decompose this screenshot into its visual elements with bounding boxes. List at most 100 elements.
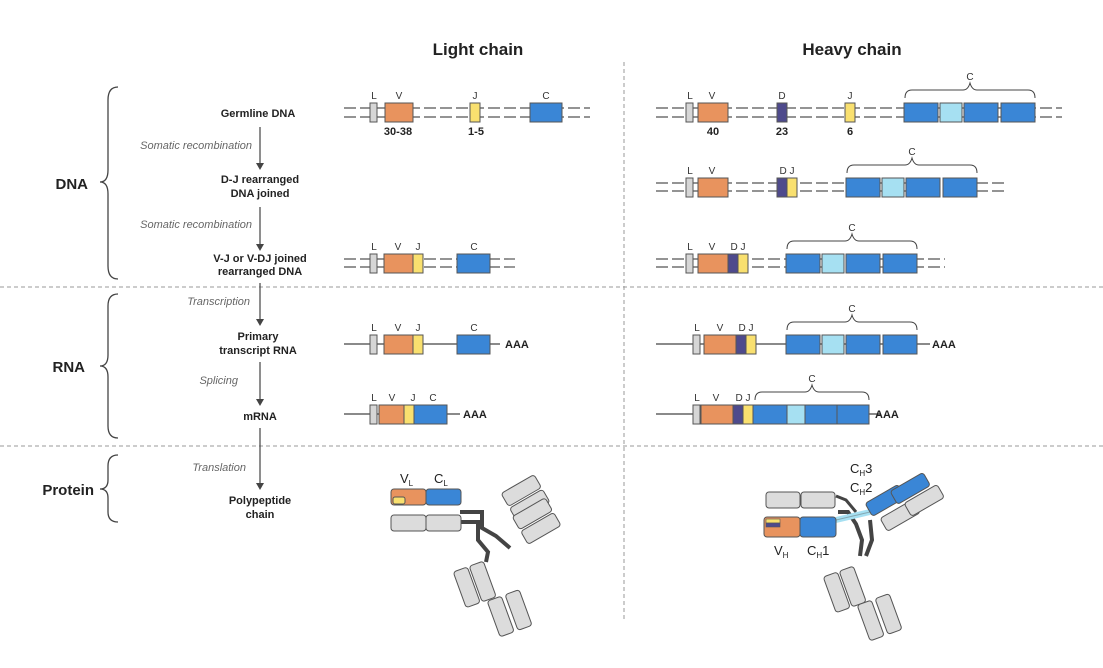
svg-text:C: C (542, 91, 549, 102)
heavy-primary-transcript: L V D J C AAA (656, 304, 956, 355)
light-vj-joined-dna: L V J C (344, 242, 515, 274)
svg-text:L: L (371, 393, 377, 404)
heavy-ch1-domain (799, 516, 837, 538)
light-c-segment (529, 102, 563, 123)
light-j-count: 1-5 (468, 126, 484, 138)
svg-text:V: V (395, 323, 402, 334)
svg-text:D J: D J (780, 166, 795, 177)
arrow-3-head (256, 319, 264, 326)
process-splicing: Splicing (199, 375, 238, 387)
light-leader-segment (369, 102, 378, 123)
step-dj-rearranged-line2: DNA joined (231, 188, 290, 200)
step-vj-joined-line2: rearranged DNA (218, 266, 302, 278)
svg-text:C: C (470, 242, 477, 253)
step-mrna: mRNA (243, 411, 277, 423)
heavy-chain-antibody: VH CH1 CH2 CH3 (763, 461, 944, 641)
svg-text:C: C (848, 304, 855, 315)
arrow-4-head (256, 399, 264, 406)
protein-section-label: Protein (42, 482, 94, 499)
dna-section-label: DNA (56, 176, 89, 193)
svg-text:L: L (694, 323, 700, 334)
arrow-5-head (256, 483, 264, 490)
light-primary-polya: AAA (505, 339, 529, 351)
svg-text:D J: D J (739, 323, 754, 334)
heavy-mrna-polya: AAA (875, 409, 899, 421)
heavy-vdj-joined-dna: L V D J C (656, 223, 945, 274)
light-primary-transcript: L V J C AAA (344, 323, 529, 355)
svg-text:L: L (687, 166, 693, 177)
heavy-v-count: 40 (707, 126, 719, 138)
light-v-count: 30-38 (384, 126, 412, 138)
svg-text:D J: D J (736, 393, 751, 404)
svg-text:C: C (908, 147, 915, 158)
svg-text:C: C (429, 393, 436, 404)
step-vj-joined-line1: V-J or V-DJ joined (213, 253, 307, 265)
process-somatic-recombination-2: Somatic recombination (140, 219, 252, 231)
svg-text:V: V (395, 242, 402, 253)
heavy-d-count: 23 (776, 126, 788, 138)
svg-text:CL: CL (434, 471, 448, 488)
svg-text:L: L (371, 242, 377, 253)
svg-text:CH1: CH1 (807, 543, 829, 560)
svg-text:L: L (371, 91, 377, 102)
step-germline-dna: Germline DNA (221, 108, 296, 120)
light-chain-title: Light chain (433, 40, 524, 59)
svg-text:V: V (396, 91, 403, 102)
svg-text:C: C (966, 72, 973, 83)
process-transcription: Transcription (187, 296, 250, 308)
svg-text:V: V (709, 242, 716, 253)
protein-brace (99, 454, 119, 523)
svg-text:J: J (411, 393, 416, 404)
heavy-j-count: 6 (847, 126, 853, 138)
svg-text:C: C (808, 374, 815, 385)
svg-text:VL: VL (400, 471, 414, 488)
svg-text:L: L (371, 323, 377, 334)
process-translation: Translation (192, 462, 246, 474)
svg-text:L: L (687, 242, 693, 253)
svg-text:V: V (717, 323, 724, 334)
heavy-chain-title: Heavy chain (802, 40, 901, 59)
light-j-segment (469, 102, 481, 123)
step-primary-transcript-line1: Primary (238, 331, 280, 343)
svg-text:D: D (778, 91, 785, 102)
light-germline-dna: L V J C 30-38 1-5 (344, 91, 590, 138)
svg-text:V: V (709, 91, 716, 102)
rna-section-label: RNA (53, 359, 86, 376)
light-j-patch (392, 496, 406, 505)
svg-text:D J: D J (731, 242, 746, 253)
dna-brace (99, 86, 119, 280)
heavy-dj-joined-dna: L V D J C (656, 147, 1005, 198)
svg-text:J: J (416, 242, 421, 253)
svg-text:V: V (709, 166, 716, 177)
light-mrna-polya: AAA (463, 409, 487, 421)
svg-text:V: V (713, 393, 720, 404)
heavy-germline-dna: L V D J C 40 23 6 (656, 72, 1062, 138)
svg-text:J: J (416, 323, 421, 334)
svg-text:L: L (687, 91, 693, 102)
svg-text:J: J (473, 91, 478, 102)
process-somatic-recombination-1: Somatic recombination (140, 140, 252, 152)
step-primary-transcript-line2: transcript RNA (219, 345, 297, 357)
svg-text:L: L (694, 393, 700, 404)
rna-brace (99, 293, 119, 439)
svg-text:CH2: CH2 (850, 480, 872, 497)
step-polypeptide-line1: Polypeptide (229, 495, 291, 507)
arrow-2-head (256, 244, 264, 251)
svg-text:J: J (848, 91, 853, 102)
light-cl-domain (425, 488, 462, 506)
step-dj-rearranged-line1: D-J rearranged (221, 174, 299, 186)
heavy-dj-patch (765, 518, 781, 524)
svg-text:V: V (389, 393, 396, 404)
light-chain-antibody: VL CL (390, 471, 561, 637)
arrow-1-head (256, 163, 264, 170)
light-v-segment (384, 102, 414, 123)
light-mrna: L V J C AAA (344, 393, 487, 425)
heavy-mrna: L V D J C AAA (656, 374, 899, 425)
heavy-ch3-domain (890, 473, 930, 504)
svg-text:CH3: CH3 (850, 461, 872, 478)
heavy-primary-polya: AAA (932, 339, 956, 351)
svg-text:VH: VH (774, 543, 789, 560)
svg-text:C: C (848, 223, 855, 234)
step-polypeptide-line2: chain (246, 509, 275, 521)
